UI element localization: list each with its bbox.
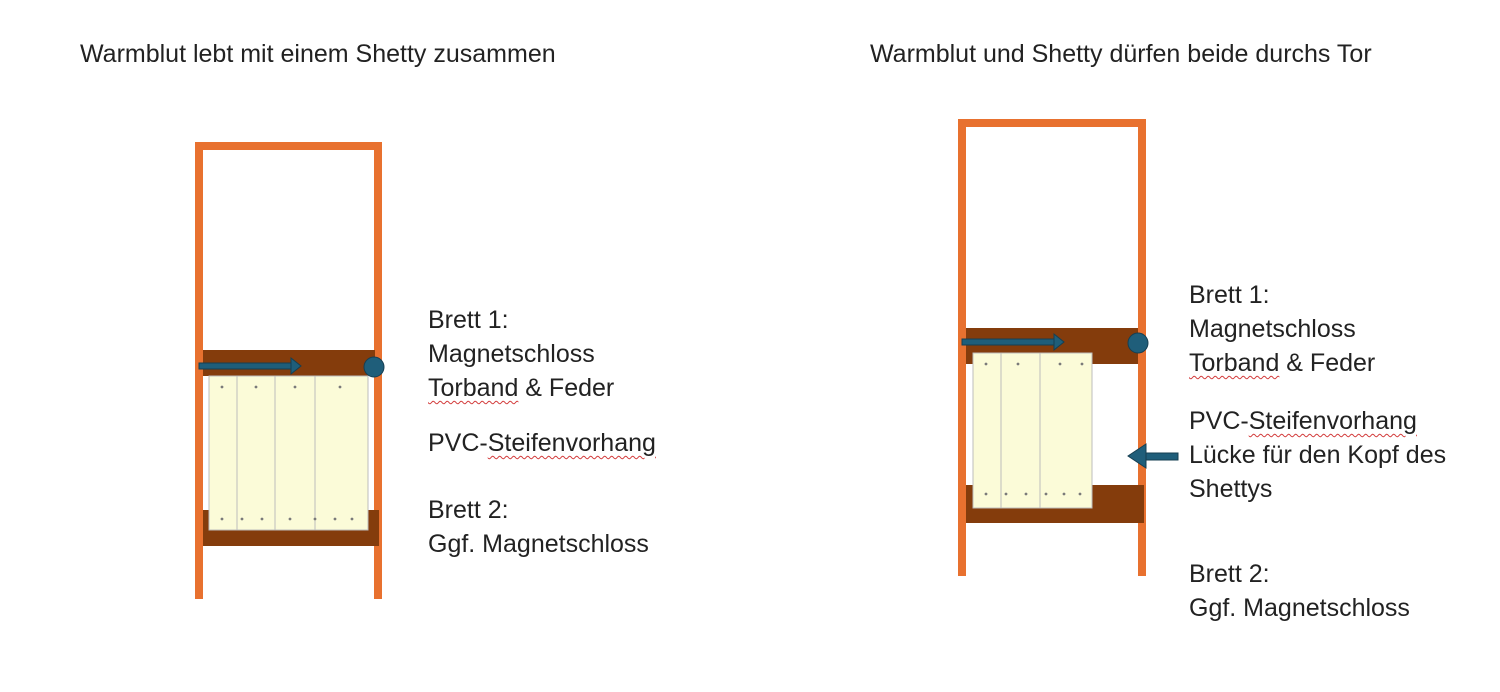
left-board2-heading: Brett 2: — [428, 496, 509, 524]
right-diagram-title: Warmblut und Shetty dürfen beide durchs … — [870, 40, 1372, 68]
right-curtain-strip-1 — [972, 352, 1002, 509]
left-hinge-word: Torband — [428, 374, 519, 402]
left-slide-arrow — [198, 356, 302, 376]
left-board1-label: Brett 1: Magnetschloss Torband & Feder — [428, 303, 614, 405]
right-board2-label: Brett 2: Ggf. Magnetschloss — [1189, 557, 1410, 625]
right-board2-heading: Brett 2: — [1189, 560, 1270, 588]
left-board1-hinge-text: Torband & Feder — [428, 371, 614, 405]
right-hinge-word: Torband — [1189, 349, 1280, 377]
left-magnet-lock — [363, 356, 385, 378]
right-board2-lock-text: Ggf. Magnetschloss — [1189, 594, 1410, 622]
right-gap-text-1: Lücke für den Kopf des — [1189, 441, 1447, 469]
right-pvc-word: Steifenvorhang — [1248, 407, 1417, 435]
right-curtain-strip-2 — [1000, 352, 1041, 509]
gap-pointer-arrow — [1127, 443, 1179, 469]
right-pvc-curtain — [972, 352, 1093, 509]
left-frame-post-left — [195, 142, 203, 599]
left-board1-heading: Brett 1: — [428, 306, 509, 334]
left-curtain-rivets — [220, 385, 354, 521]
right-curtain-rivets — [984, 362, 1084, 496]
left-frame-top — [195, 142, 382, 150]
left-gate — [195, 142, 385, 599]
right-frame-post-left — [958, 119, 966, 576]
left-board1-lock-text: Magnetschloss — [428, 340, 595, 368]
right-pvc-prefix: PVC- — [1189, 407, 1249, 435]
left-diagram-title: Warmblut lebt mit einem Shetty zusammen — [80, 40, 556, 68]
left-curtain-strip-3 — [274, 375, 316, 531]
right-board1-hinge-text: Torband & Feder — [1189, 346, 1375, 380]
right-board1-label: Brett 1: Magnetschloss Torband & Feder — [1189, 278, 1375, 380]
right-gate — [958, 119, 1179, 576]
right-slide-arrow — [961, 332, 1065, 352]
left-hinge-rest: & Feder — [518, 374, 615, 402]
left-pvc-curtain — [208, 375, 369, 531]
left-curtain-strip-1 — [208, 375, 238, 531]
left-pvc-prefix: PVC- — [428, 429, 488, 457]
left-board2-label: Brett 2: Ggf. Magnetschloss — [428, 493, 649, 561]
right-board1-lock-text: Magnetschloss — [1189, 315, 1356, 343]
left-pvc-word: Steifenvorhang — [487, 429, 656, 457]
left-pvc-text: PVC-Steifenvorhang — [428, 426, 656, 460]
right-magnet-lock — [1127, 332, 1149, 354]
left-curtain-strip-2 — [236, 375, 276, 531]
right-gap-text-2: Shettys — [1189, 475, 1273, 503]
left-curtain-strip-4 — [314, 375, 369, 531]
left-pvc-label: PVC-Steifenvorhang — [428, 426, 656, 460]
left-board2-lock-text: Ggf. Magnetschloss — [428, 530, 649, 558]
right-curtain-strip-3 — [1039, 352, 1093, 509]
right-hinge-rest: & Feder — [1279, 349, 1376, 377]
right-board1-heading: Brett 1: — [1189, 281, 1270, 309]
right-pvc-label: PVC-Steifenvorhang Lücke für den Kopf de… — [1189, 404, 1446, 506]
right-pvc-text: PVC-Steifenvorhang — [1189, 404, 1446, 438]
right-frame-top — [958, 119, 1146, 127]
